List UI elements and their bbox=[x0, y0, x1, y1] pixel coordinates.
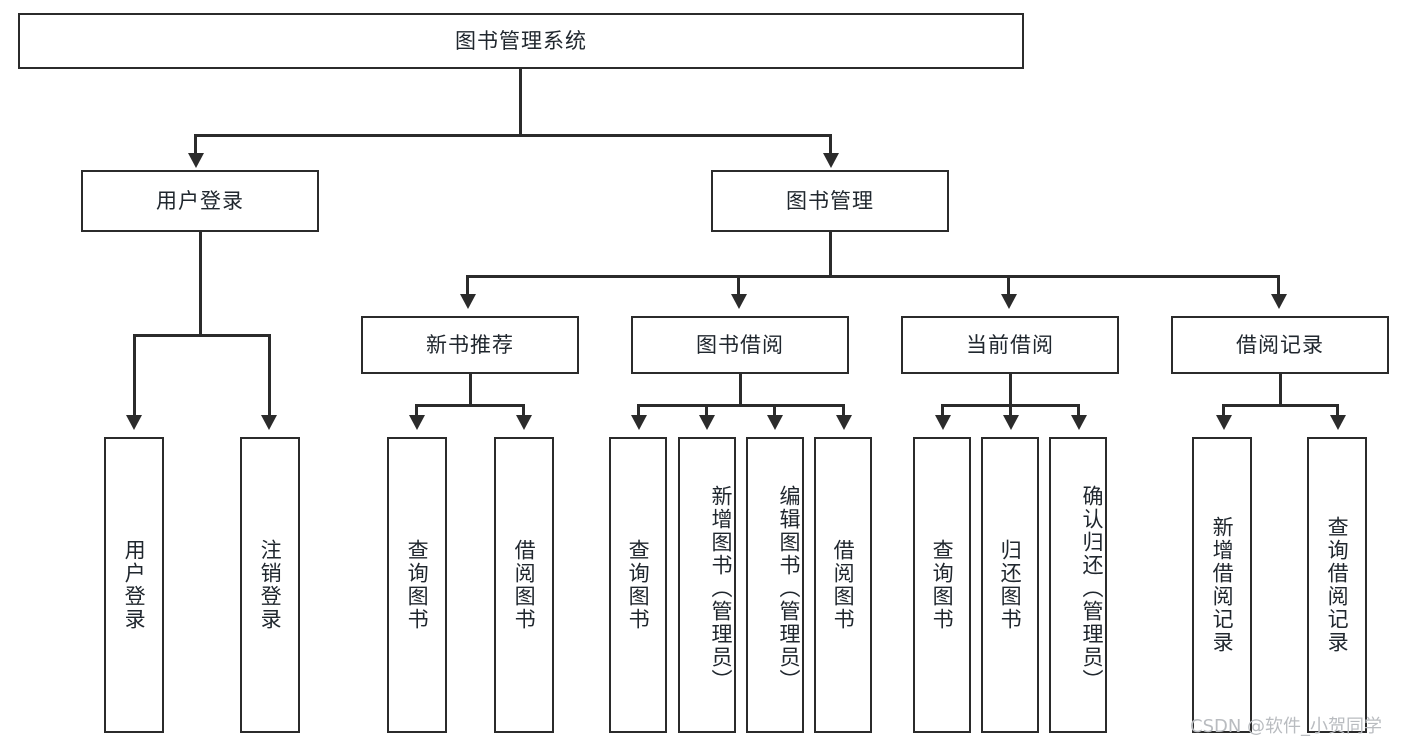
connector-login-to-leaf2 bbox=[268, 334, 271, 418]
connector-recommend-leaf1 bbox=[415, 404, 418, 418]
arrowhead-login-leaf2 bbox=[261, 415, 277, 430]
arrowhead-borrow-leaf3 bbox=[767, 415, 783, 430]
connector-login-stem bbox=[199, 232, 202, 336]
leaf-query-borrow-record[interactable]: 查询借阅记录 bbox=[1307, 437, 1367, 733]
connector-books-bus bbox=[466, 275, 1280, 278]
arrowhead-record-leaf2 bbox=[1330, 415, 1346, 430]
node-book-borrow[interactable]: 图书借阅 bbox=[631, 316, 849, 374]
node-label: 新增图书（管理员） bbox=[709, 484, 733, 692]
node-label: 图书管理 bbox=[786, 188, 874, 213]
leaf-query-book-current[interactable]: 查询图书 bbox=[913, 437, 971, 733]
arrowhead-recommend-leaf2 bbox=[516, 415, 532, 430]
node-user-login[interactable]: 用户登录 bbox=[81, 170, 319, 232]
connector-root-to-login bbox=[194, 134, 197, 156]
node-label: 归还图书 bbox=[998, 539, 1023, 631]
node-label: 图书管理系统 bbox=[455, 28, 587, 53]
leaf-query-book-recommend[interactable]: 查询图书 bbox=[387, 437, 447, 733]
arrowhead-borrow-leaf1 bbox=[631, 415, 647, 430]
connector-books-to-current bbox=[1007, 275, 1010, 297]
node-borrow-record[interactable]: 借阅记录 bbox=[1171, 316, 1389, 374]
leaf-user-login[interactable]: 用户登录 bbox=[104, 437, 164, 733]
node-label: 借阅图书 bbox=[512, 539, 537, 631]
connector-borrow-leaf3 bbox=[773, 404, 776, 418]
leaf-borrow-book-recommend[interactable]: 借阅图书 bbox=[494, 437, 554, 733]
arrowhead-root-to-login bbox=[188, 153, 204, 168]
arrowhead-books-current bbox=[1001, 294, 1017, 309]
connector-recommend-leaf2 bbox=[522, 404, 525, 418]
leaf-add-book-admin[interactable]: 新增图书（管理员） bbox=[678, 437, 736, 733]
leaf-logout[interactable]: 注销登录 bbox=[240, 437, 300, 733]
node-label: 查询借阅记录 bbox=[1325, 516, 1350, 654]
leaf-confirm-return-admin[interactable]: 确认归还（管理员） bbox=[1049, 437, 1107, 733]
connector-login-bus bbox=[133, 334, 271, 337]
connector-record-stem bbox=[1279, 374, 1282, 406]
node-label: 注销登录 bbox=[258, 539, 283, 631]
connector-borrow-stem bbox=[739, 374, 742, 406]
connector-current-stem bbox=[1009, 374, 1012, 406]
connector-current-leaf1 bbox=[941, 404, 944, 418]
connector-current-leaf2 bbox=[1009, 404, 1012, 418]
arrowhead-books-record bbox=[1271, 294, 1287, 309]
leaf-query-book-borrow[interactable]: 查询图书 bbox=[609, 437, 667, 733]
arrowhead-books-borrow bbox=[731, 294, 747, 309]
connector-root-bus bbox=[194, 134, 832, 137]
node-label: 用户登录 bbox=[122, 539, 147, 631]
connector-record-leaf2 bbox=[1336, 404, 1339, 418]
node-label: 确认归还（管理员） bbox=[1080, 484, 1104, 692]
connector-root-stem bbox=[519, 69, 522, 136]
node-root-system[interactable]: 图书管理系统 bbox=[18, 13, 1024, 69]
connector-recommend-stem bbox=[469, 374, 472, 406]
node-label: 用户登录 bbox=[156, 188, 244, 213]
connector-books-to-recommend bbox=[466, 275, 469, 297]
arrowhead-current-leaf3 bbox=[1071, 415, 1087, 430]
node-label: 新增借阅记录 bbox=[1210, 516, 1235, 654]
arrowhead-root-to-books bbox=[823, 153, 839, 168]
node-label: 新书推荐 bbox=[426, 332, 514, 357]
node-label: 查询图书 bbox=[626, 539, 651, 631]
node-label: 编辑图书（管理员） bbox=[777, 484, 801, 692]
connector-borrow-leaf2 bbox=[705, 404, 708, 418]
connector-books-to-borrow bbox=[737, 275, 740, 297]
node-label: 图书借阅 bbox=[696, 332, 784, 357]
node-label: 借阅记录 bbox=[1236, 332, 1324, 357]
leaf-borrow-book[interactable]: 借阅图书 bbox=[814, 437, 872, 733]
arrowhead-record-leaf1 bbox=[1216, 415, 1232, 430]
node-book-management[interactable]: 图书管理 bbox=[711, 170, 949, 232]
arrowhead-recommend-leaf1 bbox=[409, 415, 425, 430]
arrowhead-books-recommend bbox=[460, 294, 476, 309]
connector-recommend-bus bbox=[415, 404, 525, 407]
leaf-return-book[interactable]: 归还图书 bbox=[981, 437, 1039, 733]
node-label: 查询图书 bbox=[405, 539, 430, 631]
node-label: 借阅图书 bbox=[831, 539, 856, 631]
arrowhead-borrow-leaf4 bbox=[836, 415, 852, 430]
leaf-add-borrow-record[interactable]: 新增借阅记录 bbox=[1192, 437, 1252, 733]
connector-current-leaf3 bbox=[1077, 404, 1080, 418]
connector-borrow-leaf1 bbox=[637, 404, 640, 418]
arrowhead-current-leaf1 bbox=[935, 415, 951, 430]
arrowhead-current-leaf2 bbox=[1003, 415, 1019, 430]
arrowhead-login-leaf1 bbox=[126, 415, 142, 430]
connector-record-bus bbox=[1222, 404, 1339, 407]
connector-borrow-bus bbox=[637, 404, 845, 407]
node-label: 当前借阅 bbox=[966, 332, 1054, 357]
node-label: 查询图书 bbox=[930, 539, 955, 631]
connector-books-to-record bbox=[1277, 275, 1280, 297]
connector-record-leaf1 bbox=[1222, 404, 1225, 418]
leaf-edit-book-admin[interactable]: 编辑图书（管理员） bbox=[746, 437, 804, 733]
connector-books-stem bbox=[829, 232, 832, 277]
node-current-borrow[interactable]: 当前借阅 bbox=[901, 316, 1119, 374]
connector-root-to-books bbox=[829, 134, 832, 156]
arrowhead-borrow-leaf2 bbox=[699, 415, 715, 430]
node-new-book-recommend[interactable]: 新书推荐 bbox=[361, 316, 579, 374]
connector-borrow-leaf4 bbox=[842, 404, 845, 418]
connector-login-to-leaf1 bbox=[133, 334, 136, 418]
